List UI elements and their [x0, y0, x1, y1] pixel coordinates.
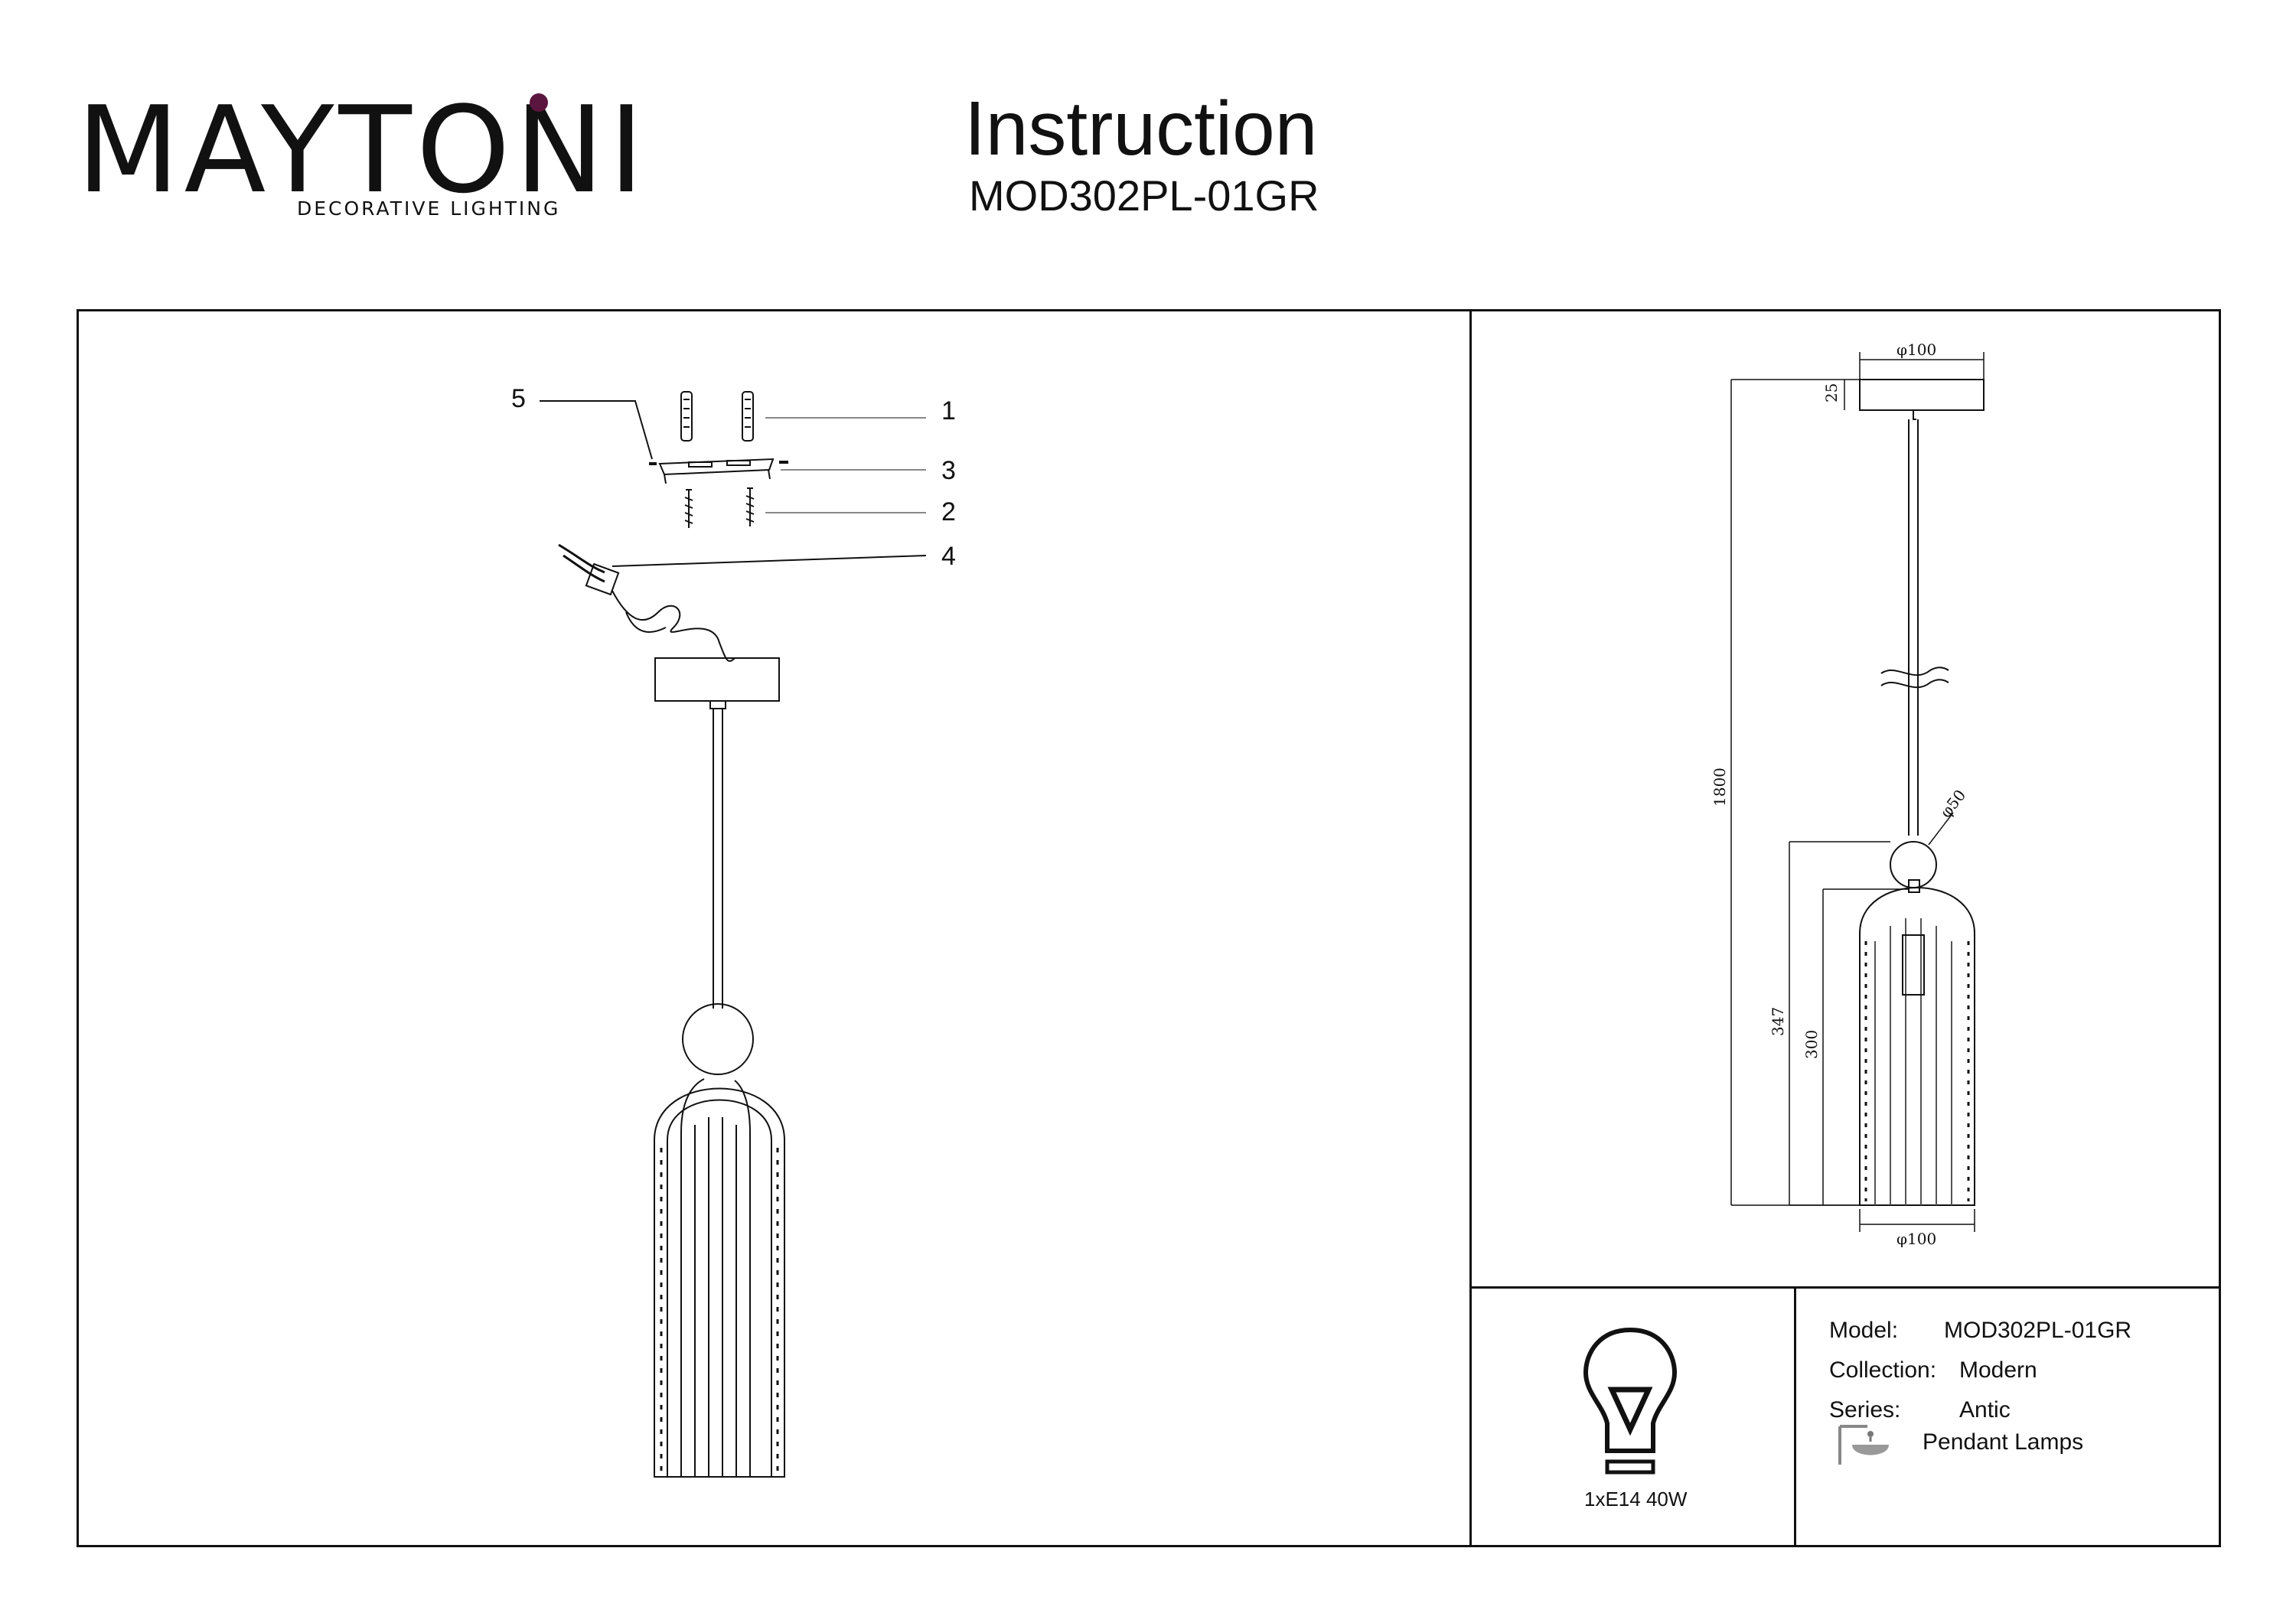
callout-5: 5 [511, 384, 526, 413]
dim-line-shade-dia [1859, 1209, 1975, 1232]
dim-line-canopy-dia [1859, 352, 1985, 380]
glass-ball [682, 1003, 754, 1075]
dim-300: 300 [1802, 1030, 1821, 1059]
callout-4: 4 [941, 542, 956, 571]
frame-divider-horizontal [1469, 1286, 2221, 1289]
dim-canopy-diameter: φ100 [1896, 341, 1936, 359]
dim-canopy-height: 25 [1822, 383, 1841, 402]
pendant-lamp-icon [1838, 1425, 1889, 1465]
frame-divider-vertical [1469, 309, 1472, 1547]
mounting-bracket [649, 458, 788, 484]
brand-tagline: DECORATIVE LIGHTING [297, 197, 561, 220]
callout-3: 3 [941, 456, 956, 485]
dim-shade [1859, 887, 1975, 1206]
dim-socket [1902, 934, 1925, 996]
page-title: Instruction [964, 86, 1318, 171]
bulb-spec: 1xE14 40W [1584, 1488, 1688, 1511]
ribbed-shade [654, 1078, 785, 1478]
wall-anchors [680, 391, 754, 442]
spec-series-label: Series: [1829, 1397, 1901, 1423]
model-code: MOD302PL-01GR [969, 171, 1319, 220]
spec-model-label: Model: [1829, 1318, 1899, 1343]
suspension-rod [713, 709, 723, 1009]
dim-rod [1908, 419, 1919, 836]
callout-2: 2 [941, 497, 956, 526]
leader-4 [612, 555, 927, 567]
dim-total-height: 1800 [1711, 768, 1729, 807]
spec-collection-label: Collection: [1829, 1357, 1937, 1383]
spec-model-value: MOD302PL-01GR [1944, 1318, 2132, 1343]
brand-logo: MAYTONI [77, 80, 649, 220]
leader-5 [540, 400, 653, 460]
drawing-frame [77, 309, 2221, 1547]
bulb-icon [1583, 1327, 1678, 1475]
dim-shade-diameter: φ100 [1896, 1230, 1936, 1248]
screws [684, 487, 755, 528]
dim-347: 347 [1769, 1007, 1787, 1036]
dim-canopy [1859, 379, 1985, 411]
frame-divider-spec [1794, 1286, 1796, 1547]
logo-accent-dot [530, 93, 548, 112]
dim-ball-diameter: φ50 [1936, 786, 1969, 821]
spec-type-value: Pendant Lamps [1923, 1429, 2084, 1455]
spec-collection-value: Modern [1959, 1357, 2037, 1383]
terminal-block [558, 543, 735, 662]
callout-1: 1 [941, 396, 956, 425]
spec-series-value: Antic [1959, 1397, 2011, 1423]
